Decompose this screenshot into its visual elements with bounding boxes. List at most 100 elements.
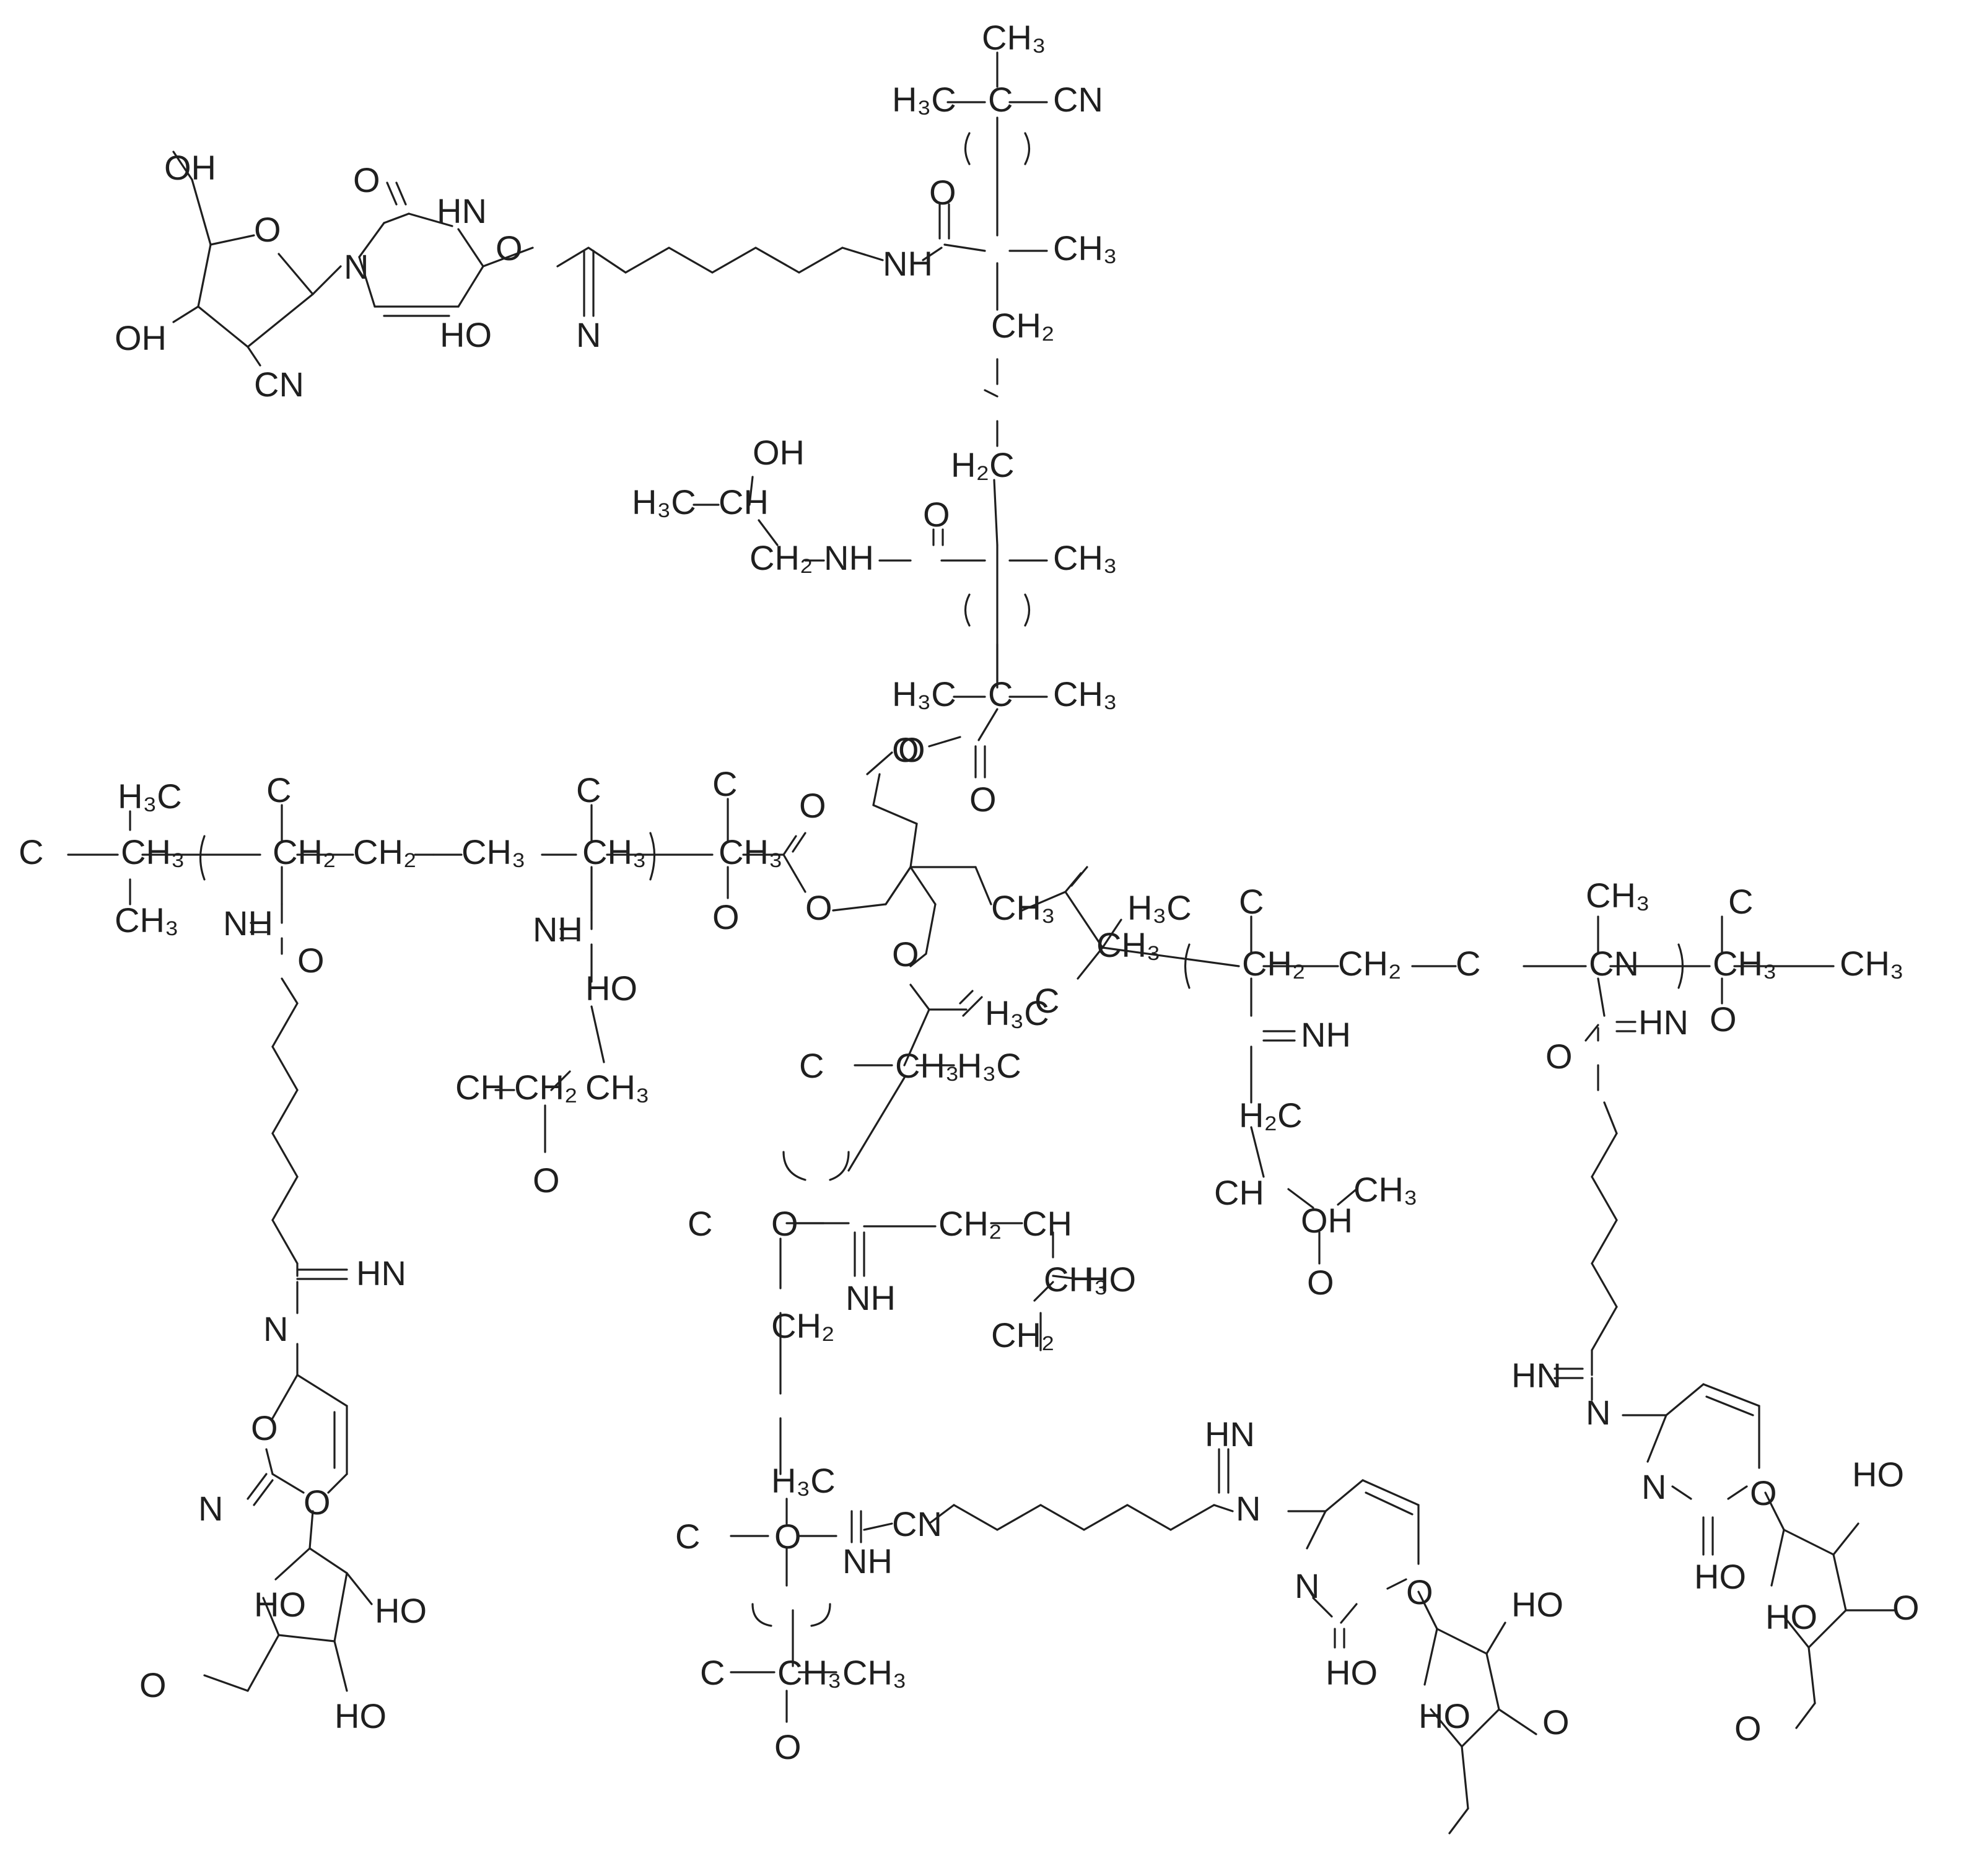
atom-label: CH₃ (121, 832, 185, 871)
atom-label: H₃C (771, 1461, 836, 1500)
atom-label: CH₃ (582, 832, 647, 871)
atom-label: C (1728, 882, 1753, 921)
atom-label: O (1750, 1473, 1777, 1512)
atom-label: HO (1326, 1653, 1378, 1692)
atom-label: CN (1053, 80, 1103, 119)
atom-label: O (923, 495, 950, 534)
atom-labels: CH₃ H₃C C CN O CH₃ NH CH₂ H₂C OH H₃C CH … (19, 18, 1920, 1766)
bond-lines (67, 51, 1897, 1835)
atom-label: HN (1205, 1415, 1255, 1454)
atom-label: O (1734, 1709, 1762, 1748)
atom-label: CH₂ (938, 1204, 1002, 1243)
atom-label: CH (1214, 1173, 1264, 1212)
atom-label: CH₂ (1242, 944, 1306, 983)
atom-label: CH₃ (1044, 1260, 1108, 1299)
atom-label: CH₃ (1053, 538, 1117, 577)
atom-label: OH (1301, 1201, 1353, 1240)
atom-label: O (929, 173, 956, 212)
atom-label: HO (1852, 1455, 1904, 1494)
atom-label: CH₃ (1586, 876, 1650, 915)
atom-label: C (700, 1653, 725, 1692)
atom-label: H₃C (985, 993, 1049, 1032)
atom-label: O (1542, 1703, 1570, 1742)
atom-label: CH₃ (461, 832, 526, 871)
atom-label: O (139, 1665, 167, 1704)
atom-label: CH₃ (842, 1653, 907, 1692)
atom-label: CH₃ (1353, 1170, 1418, 1209)
atom-label: CH₂ (991, 1315, 1055, 1355)
atom-label: CH₃ (1840, 944, 1904, 983)
atom-label: HO (334, 1696, 387, 1735)
atom-label: C (266, 770, 291, 809)
atom-label: N (1586, 1393, 1610, 1432)
atom-label: O (1892, 1588, 1920, 1627)
atom-label: CH₂ (749, 538, 813, 577)
atom-label: CH₃ (1053, 229, 1117, 268)
atom-label: HO (1418, 1696, 1471, 1735)
atom-label: H₃C (892, 674, 956, 713)
atom-label: O (304, 1483, 331, 1522)
atom-label: O (251, 1408, 278, 1447)
atom-label: HO (1511, 1585, 1563, 1624)
atom-label: CH₃ (115, 901, 179, 940)
atom-label: C (688, 1204, 712, 1243)
atom-label: O (799, 786, 826, 825)
atom-label: HO (1694, 1557, 1746, 1596)
atom-label: O (1406, 1573, 1433, 1612)
atom-label: NH (883, 244, 933, 283)
atom-label: NH (1301, 1015, 1351, 1054)
atom-label: C (1456, 944, 1480, 983)
atom-label: CH₂ (514, 1068, 578, 1107)
atom-label: H₂C (951, 445, 1015, 484)
atom-label: N (198, 1489, 223, 1528)
atom-label: C (1034, 981, 1059, 1020)
atom-label: CN (254, 365, 304, 404)
atom-label: CH (1022, 1204, 1072, 1243)
atom-label: O (712, 897, 740, 936)
atom-label: O (892, 730, 919, 769)
atom-label: H₂C (1239, 1096, 1303, 1135)
atom-label: C (799, 1046, 824, 1085)
atom-label: CN (1589, 944, 1639, 983)
atom-label: H₃C (1127, 888, 1192, 927)
atom-label: H₃C (632, 482, 696, 521)
atom-label: CH₃ (1713, 944, 1777, 983)
atom-label: H₃C (118, 777, 182, 816)
atom-label: HN (1638, 1003, 1689, 1042)
atom-label: N (1295, 1566, 1319, 1605)
atom-label: C (712, 764, 737, 803)
atom-label: HN (356, 1254, 406, 1293)
atom-label: H₃C (957, 1046, 1021, 1085)
atom-label: N (263, 1309, 288, 1348)
atom-label: O (1307, 1263, 1334, 1302)
atom-label: H₃C (892, 80, 956, 119)
atom-label: HN (1511, 1356, 1562, 1395)
atom-label: HO (254, 1585, 306, 1624)
atom-label: CH₃ (777, 1653, 842, 1692)
atom-label: O (353, 160, 380, 199)
atom-label: N (576, 315, 601, 354)
atom-label: O (771, 1204, 798, 1243)
atom-label: NH (846, 1278, 896, 1317)
atom-label: CN (892, 1504, 942, 1543)
atom-label: C (576, 770, 601, 809)
atom-label: O (774, 1727, 802, 1766)
atom-label: O (496, 229, 523, 268)
atom-label: NH (824, 538, 874, 577)
atom-label: OH (164, 148, 216, 187)
atom-label: C (988, 674, 1013, 713)
atom-label: HO (375, 1591, 427, 1630)
atom-label: O (254, 210, 281, 249)
atom-label: HN (437, 191, 487, 230)
atom-label: CH₃ (982, 18, 1046, 57)
atom-label: O (805, 888, 832, 927)
atom-label: OH (753, 433, 805, 472)
atom-label: CH₃ (1096, 925, 1161, 964)
atom-label: CH (719, 482, 769, 521)
atom-label: CH₃ (719, 832, 783, 871)
atom-label: O (297, 941, 325, 980)
atom-label: O (898, 730, 925, 769)
atom-label: NH (842, 1542, 893, 1581)
atom-label: N (1641, 1467, 1666, 1506)
atom-label: CH₃ (585, 1068, 650, 1107)
